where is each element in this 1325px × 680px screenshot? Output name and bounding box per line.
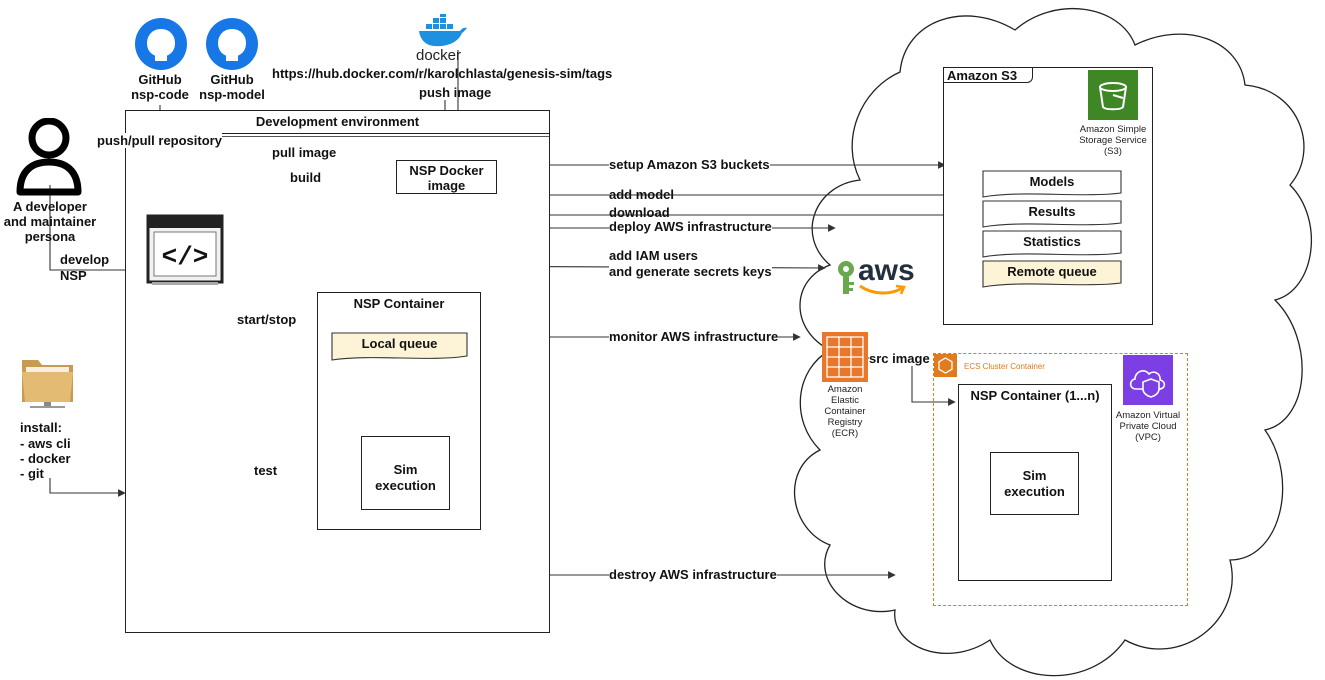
s3-service-line2: Storage Service [1079,135,1147,146]
edge-setup-s3: setup Amazon S3 buckets [609,157,770,172]
github-icon [206,18,258,70]
ecs-cluster-label: ECS Cluster Container [964,362,1045,371]
s3-models-folder: Models [982,170,1122,198]
edge-test: test [254,463,278,478]
github-code-title: GitHub [138,72,182,87]
s3-service-line1: Amazon Simple [1079,124,1147,135]
edge-iam-2: and generate secrets keys [609,264,772,279]
docker-logo-text: docker [416,47,462,64]
github-icon [135,18,187,70]
install-item-git: - git [20,466,44,481]
local-queue: Local queue [331,332,468,362]
sim-execution-cloud: Sim execution [990,452,1079,515]
person-icon [15,117,83,196]
edge-start-stop: start/stop [237,312,297,327]
s3-service-line3: (S3) [1104,146,1122,157]
github-model-title: GitHub [210,72,254,87]
ecr-line1: Amazon [827,384,863,395]
nsp-docker-image: NSP Docker image [396,160,497,194]
edge-develop-2: NSP [60,268,87,283]
install-item-docker: - docker [20,451,71,466]
github-model-name: nsp-model [199,87,265,102]
local-queue-label: Local queue [361,336,438,351]
nsp-docker-image-line2: image [427,178,466,193]
sim-local-line2: execution [375,478,436,493]
sim-local-line1: Sim [393,462,418,477]
developer-label-2: and maintainer [3,214,97,229]
s3-statistics-label: Statistics [1023,234,1081,249]
sim-cloud-line2: execution [1004,484,1065,499]
vpc-line2: Private Cloud [1119,421,1177,432]
ecs-cluster-icon [934,354,957,377]
ecr-line5: (ECR) [831,428,859,439]
edge-push-image: push image [419,85,492,100]
folder-icon [20,350,75,410]
s3-title: Amazon S3 [947,68,1018,83]
aws-iam-key-icon [835,260,857,296]
code-editor-icon: </> [146,214,224,286]
nsp-container-title: NSP Container [353,296,445,311]
edge-destroy: destroy AWS infrastructure [609,567,777,582]
install-title: install: [20,420,62,435]
vpc-line3: (VPC) [1135,432,1161,443]
sim-cloud-line1: Sim [1022,468,1047,483]
install-item-aws: - aws cli [20,436,71,451]
ecr-line4: Registry [827,417,863,428]
svg-text:</>: </> [162,242,209,272]
edge-deploy: deploy AWS infrastructure [609,219,772,234]
edge-monitor: monitor AWS infrastructure [609,329,779,344]
developer-label-1: A developer [13,199,87,214]
s3-results-label: Results [1028,204,1076,219]
edge-add-model: add model [609,187,675,202]
edge-pull-image: pull image [272,145,337,160]
vpc-cloud-shield-icon [1123,355,1173,405]
s3-remote-queue-label: Remote queue [1007,264,1097,279]
s3-remote-queue: Remote queue [982,260,1122,288]
s3-results-folder: Results [982,200,1122,228]
dev-env-title: Development environment [255,114,420,129]
developer-label-3: persona [24,229,76,244]
edge-push-pull: push/pull repository [97,133,222,148]
ecs-cluster-frame [933,353,1188,606]
github-code-name: nsp-code [131,87,189,102]
sim-execution-local: Sim execution [361,436,450,510]
s3-statistics-folder: Statistics [982,230,1122,258]
edge-download: download [609,205,670,220]
aws-logo-text: aws [858,254,915,287]
ecr-line2: Elastic [831,395,859,406]
vpc-line1: Amazon Virtual [1115,410,1181,421]
ecr-line3: Container [824,406,866,417]
s3-bucket-icon [1088,70,1138,120]
aws-cloud-outline [793,8,1312,677]
edge-develop-1: develop [60,252,110,267]
nsp-docker-image-line1: NSP Docker [409,163,484,178]
ecr-registry-icon [822,332,868,382]
edge-build: build [290,170,322,185]
docker-hub-url: https://hub.docker.com/r/karolchlasta/ge… [272,66,613,81]
aws-smile-icon [858,283,906,297]
nsp-container-cloud-title: NSP Container (1...n) [970,388,1100,403]
edge-iam-1: add IAM users [609,248,698,263]
s3-models-label: Models [1029,174,1075,189]
edge-src-image: src image [869,351,930,366]
docker-whale-icon [416,12,468,50]
